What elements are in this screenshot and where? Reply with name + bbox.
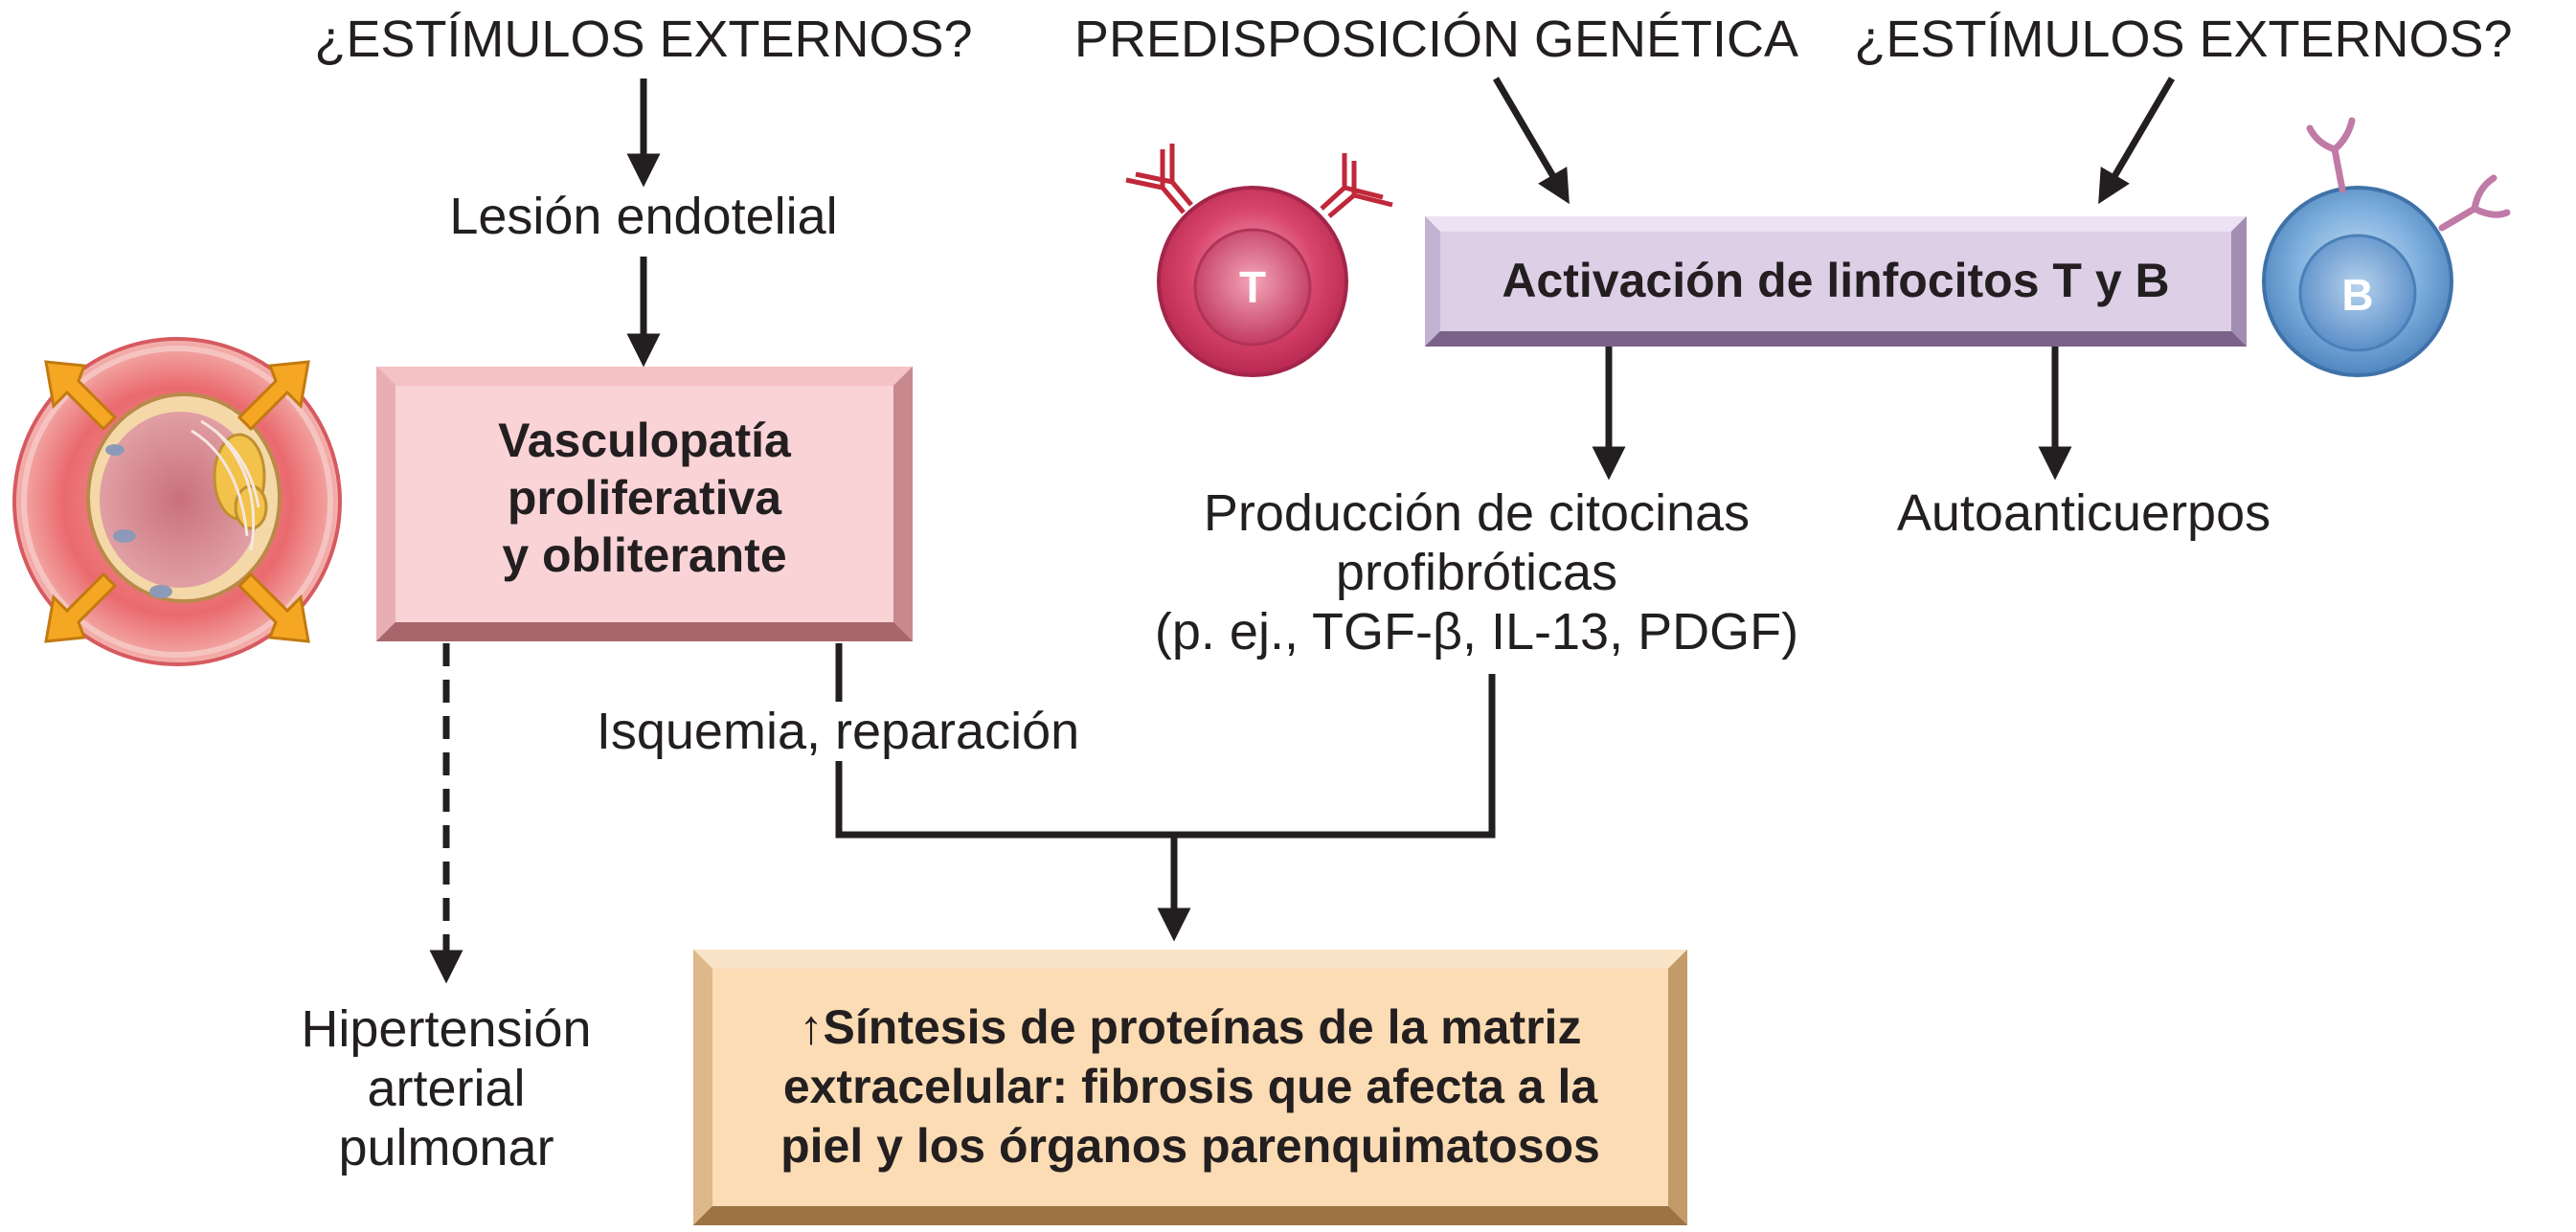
fibrosis-box-text: ↑Síntesis de proteínas de la matriz extr… (712, 997, 1668, 1176)
top-center-label: PREDISPOSICIÓN GENÉTICA (1073, 11, 1799, 68)
arrow-genetic-to-activation (1492, 77, 1570, 205)
cytokines-label: Producción de citocinas profibróticas (p… (1113, 483, 1841, 661)
b-cell-illustration (2262, 117, 2511, 377)
arrow-stimuli-to-activation (2098, 77, 2176, 205)
b-cell-letter: B (2341, 270, 2374, 320)
cytokines-line-2: profibróticas (1335, 544, 1618, 601)
pulmonary-line-2: arterial (367, 1060, 526, 1117)
pulmonary-hypertension-label: Hipertensión arterial pulmonar (236, 999, 657, 1177)
fibrosis-line-3: piel y los órganos parenquimatosos (780, 1119, 1600, 1173)
t-cell-illustration (1125, 144, 1393, 377)
fibrosis-line-1: ↑Síntesis de proteínas de la matriz (799, 1000, 1582, 1054)
fibrosis-line-2: extracelular: fibrosis que afecta a la (782, 1060, 1598, 1113)
vasculopathy-box (376, 367, 913, 641)
t-cell-letter: T (1238, 262, 1267, 312)
endothelial-injury-label: Lesión endotelial (449, 188, 838, 245)
pulmonary-line-1: Hipertensión (301, 1000, 592, 1058)
vasculopathy-line-1: Vasculopatía (498, 414, 791, 467)
fibrosis-box (693, 950, 1687, 1225)
activation-box (1425, 216, 2247, 347)
ischemia-label: Isquemia, reparación (536, 702, 1140, 761)
vasculopathy-line-3: y obliterante (502, 528, 787, 582)
cytokines-line-3: (p. ej., TGF-β, IL-13, PDGF) (1154, 603, 1799, 661)
top-right-label: ¿ESTÍMULOS EXTERNOS? (1854, 11, 2513, 68)
vessel-cross-section-illustration (12, 337, 342, 666)
vasculopathy-box-text: Vasculopatía proliferativa y obliterante (395, 412, 893, 584)
autoantibodies-label: Autoanticuerpos (1896, 484, 2271, 542)
activation-box-text: Activación de linfocitos T y B (1502, 254, 2170, 307)
vasculopathy-line-2: proliferativa (507, 471, 782, 525)
top-left-label: ¿ESTÍMULOS EXTERNOS? (314, 11, 973, 68)
pulmonary-line-3: pulmonar (338, 1119, 554, 1176)
cytokines-line-1: Producción de citocinas (1203, 484, 1751, 542)
